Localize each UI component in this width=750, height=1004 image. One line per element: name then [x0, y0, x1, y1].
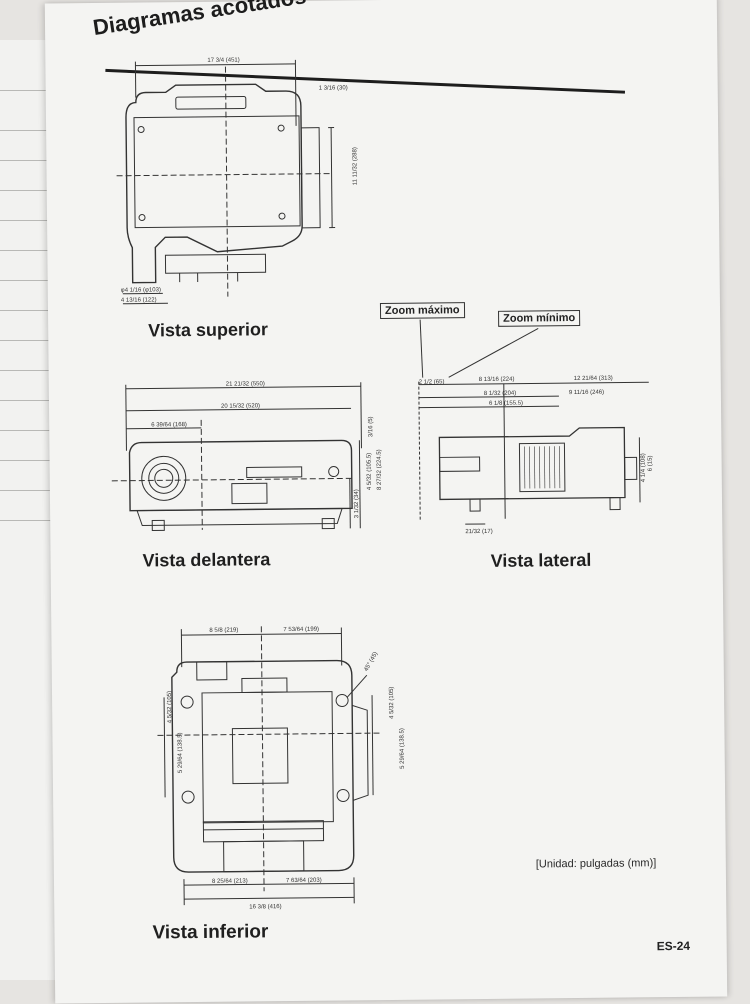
bottom-overall-dim: 16 3/8 (416)	[249, 904, 281, 910]
side-foot-dim: 21/32 (17)	[465, 529, 492, 535]
page-number: ES-24	[657, 939, 691, 953]
top-depth-dim: 11 11/32 (288)	[352, 147, 358, 185]
manual-page: Diagramas acotados 17	[45, 0, 727, 1003]
bottom-bot-left-dim: 8 25/64 (213)	[212, 878, 248, 884]
bottom-left-lower-dim: 5 29/64 (138.5)	[177, 732, 183, 773]
bottom-bot-right-dim: 7 63/64 (203)	[286, 878, 322, 884]
front-foot-dim: 3/16 (5)	[368, 416, 374, 437]
front-h2-dim: 8 27/32 (224.5)	[376, 449, 382, 490]
side-zoom-dim: 2 1/2 (65)	[419, 379, 445, 385]
bottom-top-right-dim: 7 53/64 (199)	[283, 627, 319, 633]
top-width-dim: 17 3/4 (451)	[207, 58, 239, 64]
unit-note: [Unidad: pulgadas (mm)]	[536, 857, 657, 870]
bottom-view-diagram: 8 5/8 (219) 7 53/64 (199) 45° (45) 4 5/3…	[101, 615, 384, 918]
side-d2-dim: 12 21/64 (313)	[574, 376, 613, 382]
front-h1-dim: 4 5/32 (105.5)	[367, 453, 373, 490]
top-lens-width-dim: 4 13/16 (122)	[121, 297, 157, 303]
top-view-caption: Vista superior	[148, 319, 268, 341]
top-view-diagram: 17 3/4 (451) 1 3/16 (30) 11 11/32 (288) …	[115, 55, 408, 313]
side-h-dim: 6 (15)	[648, 456, 654, 472]
side-d1-dim: 8 13/16 (224)	[479, 377, 515, 383]
bottom-view-caption: Vista inferior	[152, 921, 268, 944]
top-lens-diam-dim: φ4 1/16 (φ103)	[121, 287, 161, 293]
front-view-diagram: 21 21/32 (550) 20 15/32 (520) 6 39/64 (1…	[111, 378, 373, 541]
bottom-angle-dim: 45° (45)	[364, 651, 380, 673]
page-title: Diagramas acotados	[91, 0, 308, 41]
front-lens-center-dim: 6 39/64 (168)	[151, 422, 187, 428]
side-d5-dim: 6 1/8 (155.5)	[489, 401, 523, 407]
top-lens-offset-dim: 1 3/16 (30)	[319, 85, 348, 91]
front-h3-dim: 3 1/32 (34)	[354, 489, 360, 518]
bottom-right-lower-dim: 5 29/64 (138.5)	[399, 728, 405, 769]
side-view-caption: Vista lateral	[491, 550, 592, 572]
front-body-dim: 20 15/32 (520)	[221, 403, 260, 409]
side-h2-dim: 4 1/4 (108)	[641, 453, 647, 482]
side-view-diagram: 2 1/2 (65) 8 13/16 (224) 12 21/64 (313) …	[408, 317, 660, 540]
bottom-right-upper-dim: 4 5/32 (105)	[389, 687, 395, 719]
zoom-max-label: Zoom máximo	[380, 302, 465, 319]
bottom-top-left-dim: 8 5/8 (219)	[209, 628, 238, 634]
front-view-caption: Vista delantera	[143, 549, 271, 571]
side-d4-dim: 9 11/16 (246)	[569, 390, 604, 396]
side-d3-dim: 8 1/32 (204)	[484, 391, 516, 397]
bottom-left-upper-dim: 4 5/32 (105)	[167, 691, 173, 723]
front-overall-dim: 21 21/32 (550)	[226, 381, 265, 387]
